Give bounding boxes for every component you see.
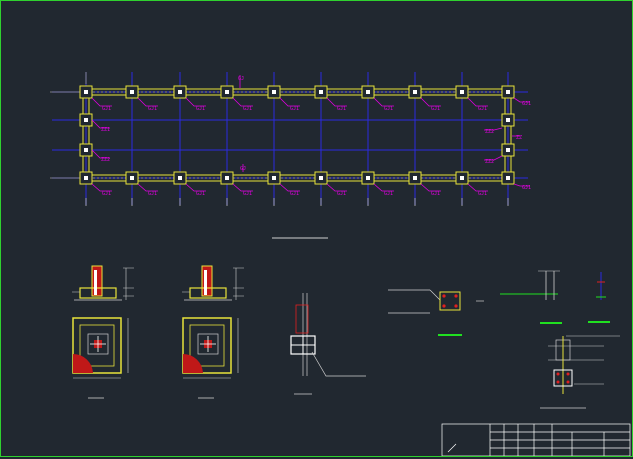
svg-text:GJ1: GJ1 [196,106,205,112]
svg-text:ZZ: ZZ [516,135,522,141]
svg-text:GJ1: GJ1 [148,191,157,197]
connection-detail-2 [588,272,610,323]
plan-leaders [91,75,530,192]
svg-text:GJ1: GJ1 [243,106,252,112]
svg-text:GJ: GJ [238,76,244,82]
svg-text:GJ1: GJ1 [384,191,393,197]
plan-tags: GJ1 GJ1 GJ1 GJ1 GJ1 GJ1 GJ1 GJ1 GJ1 GJ1 … [101,76,531,197]
beam-section-detail [388,289,484,336]
svg-text:GJ1: GJ1 [196,191,205,197]
svg-text:GJ1: GJ1 [522,185,531,191]
svg-text:ZZ2: ZZ2 [485,129,494,135]
svg-text:GJ1: GJ1 [384,106,393,112]
footing-2-plan [182,317,239,399]
connection-detail-3 [540,335,620,409]
svg-text:GJ1: GJ1 [522,101,531,107]
svg-text:GJ1: GJ1 [337,106,346,112]
svg-text:ZZ2: ZZ2 [485,159,494,165]
svg-text:GJ1: GJ1 [102,106,111,112]
connection-detail-1 [500,270,562,324]
plan-axis-lines [52,91,528,179]
svg-text:GJ1: GJ1 [337,191,346,197]
column-rebars [84,90,510,180]
svg-text:GJ: GJ [240,166,246,172]
svg-text:GJ1: GJ1 [431,191,440,197]
title-block [441,423,631,457]
footing-2-elevation [182,265,244,301]
svg-text:GJ1: GJ1 [478,106,487,112]
svg-text:GJ1: GJ1 [478,191,487,197]
wall-section-detail [290,293,366,395]
svg-text:GJ1: GJ1 [431,106,440,112]
plan-columns [79,85,515,185]
svg-text:ZZ2: ZZ2 [101,157,110,163]
foundation-plan: GJ1 GJ1 GJ1 GJ1 GJ1 GJ1 GJ1 GJ1 GJ1 GJ1 … [50,72,531,239]
plan-beams [82,88,512,182]
footing-detail-1 [72,265,134,399]
svg-text:ZZ1: ZZ1 [101,127,110,133]
footing-1-plan [72,317,129,399]
footing-detail-2 [182,265,244,399]
svg-text:GJ1: GJ1 [102,191,111,197]
svg-text:GJ1: GJ1 [290,106,299,112]
svg-text:GJ1: GJ1 [148,106,157,112]
svg-text:GJ1: GJ1 [290,191,299,197]
svg-text:GJ1: GJ1 [243,191,252,197]
plan-dim-ticks [85,198,509,206]
footing-1-elevation [72,265,134,301]
plan-axis-extensions [50,72,87,179]
